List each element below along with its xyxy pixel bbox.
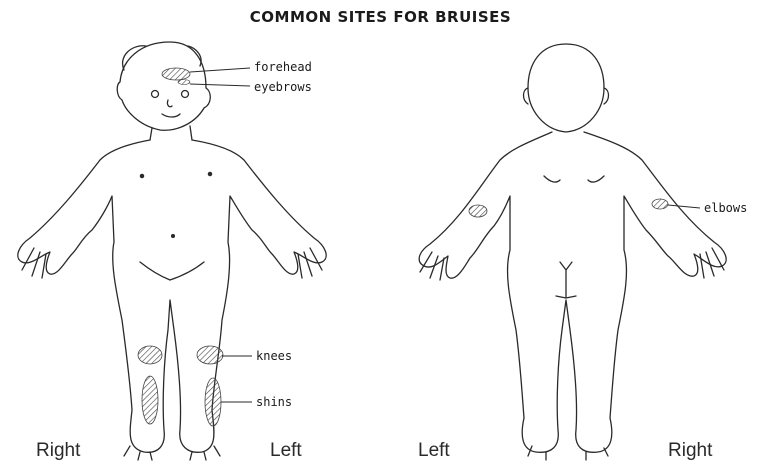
- label-forehead: forehead: [254, 60, 312, 74]
- eyebrow-bruise: [178, 80, 190, 85]
- back-right-hand-fingers: [700, 248, 724, 278]
- left-knee-bruise: [197, 346, 223, 364]
- back-buttocks: [556, 262, 576, 298]
- back-view-figure: [419, 44, 726, 460]
- front-nose: [167, 100, 172, 107]
- back-bruises: [469, 199, 668, 217]
- label-eyebrows: eyebrows: [254, 80, 312, 94]
- front-neck: [150, 126, 192, 140]
- label-shins: shins: [256, 395, 292, 409]
- back-left-elbow-bruise: [469, 205, 487, 217]
- front-head-outline: [117, 42, 210, 130]
- back-shoulder-blades: [544, 176, 604, 182]
- right-knee-bruise: [138, 346, 162, 364]
- front-left-hand-fingers: [298, 248, 322, 278]
- back-feet: [528, 446, 608, 460]
- front-left-eye: [152, 91, 159, 98]
- back-view-left-caption: Left: [418, 440, 450, 462]
- back-body-outline: [419, 132, 726, 452]
- right-shin-bruise: [142, 376, 158, 424]
- front-bruises: [138, 68, 223, 426]
- back-view-right-caption: Right: [668, 440, 712, 462]
- label-knees: knees: [256, 349, 292, 363]
- front-nipple-right: [208, 172, 211, 175]
- label-elbows: elbows: [704, 201, 747, 215]
- back-right-elbow-bruise: [652, 199, 668, 209]
- front-view-left-caption: Left: [270, 440, 302, 462]
- back-ears: [524, 88, 609, 104]
- front-hair: [123, 46, 201, 70]
- front-groin: [140, 262, 204, 280]
- back-head-outline: [528, 44, 604, 132]
- front-navel: [172, 235, 175, 238]
- front-right-hand-fingers: [22, 248, 46, 278]
- front-view-right-caption: Right: [36, 440, 80, 462]
- front-feet: [124, 446, 220, 460]
- back-leader-lines: [668, 205, 700, 208]
- front-nipple-left: [140, 174, 143, 177]
- front-mouth: [162, 114, 180, 117]
- left-shin-bruise: [205, 378, 221, 426]
- forehead-bruise: [162, 68, 190, 80]
- front-right-eye: [182, 91, 189, 98]
